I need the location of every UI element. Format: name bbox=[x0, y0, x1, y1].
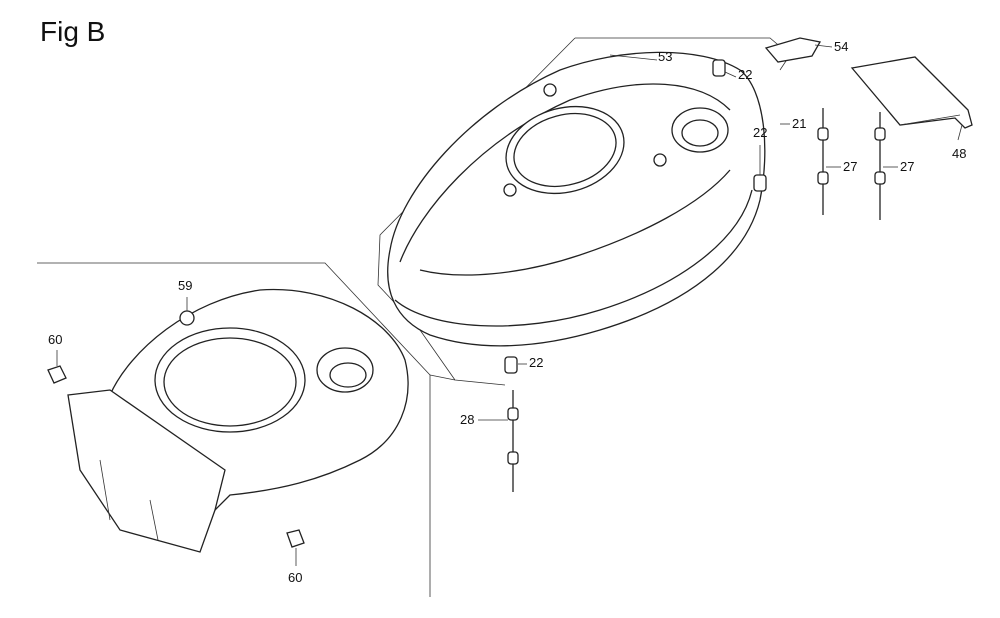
nuts-60 bbox=[47, 365, 305, 548]
leader-lines bbox=[56, 44, 963, 566]
collars-22 bbox=[504, 59, 767, 374]
callout-60: 60 bbox=[288, 570, 303, 585]
upper-fan-shroud bbox=[387, 51, 766, 347]
cover-48 bbox=[850, 56, 973, 129]
callout-54: 54 bbox=[834, 39, 849, 54]
callout-22: 22 bbox=[738, 67, 753, 82]
callout-60: 60 bbox=[48, 332, 63, 347]
callout-53: 53 bbox=[658, 49, 673, 64]
clip-54 bbox=[764, 37, 822, 63]
lower-fan-shroud bbox=[67, 288, 409, 553]
bolts-27-28 bbox=[507, 108, 886, 492]
callout-48: 48 bbox=[952, 146, 967, 161]
callout-28: 28 bbox=[460, 412, 475, 427]
callout-22: 22 bbox=[529, 355, 544, 370]
callout-22: 22 bbox=[753, 125, 768, 140]
callout-21: 21 bbox=[792, 116, 807, 131]
callout-27: 27 bbox=[900, 159, 915, 174]
callout-59: 59 bbox=[178, 278, 193, 293]
figure-title: Fig B bbox=[40, 16, 106, 47]
callout-27: 27 bbox=[843, 159, 858, 174]
